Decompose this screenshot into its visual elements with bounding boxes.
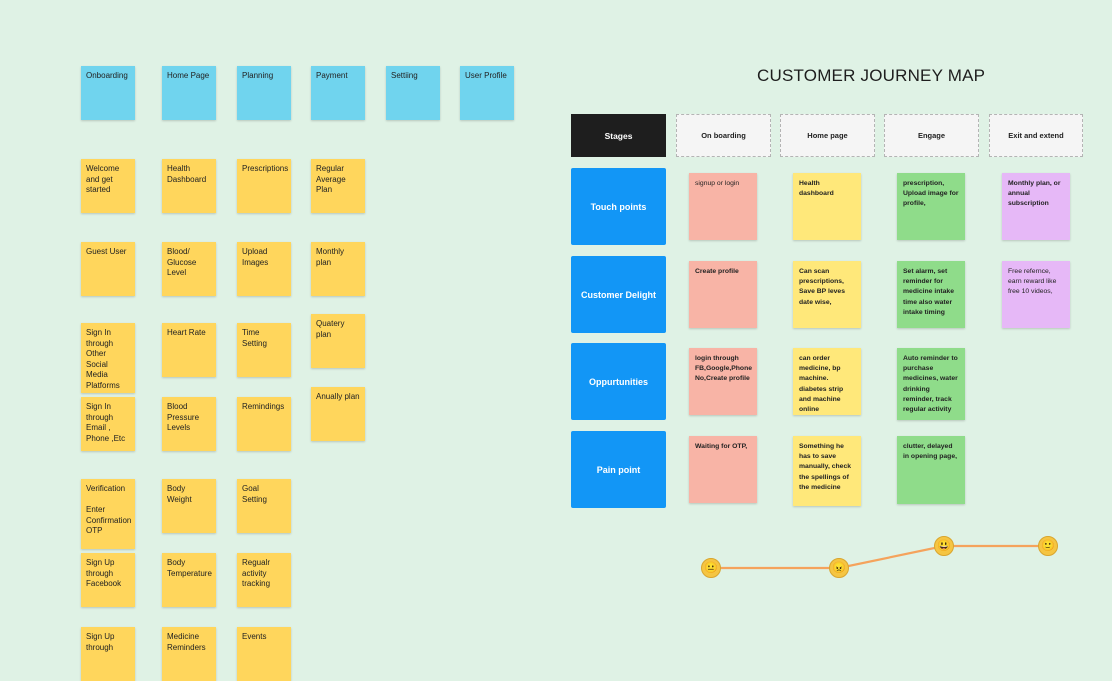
journey-note[interactable]: Can scan prescriptions, Save BP leves da… — [793, 261, 861, 328]
journey-note[interactable]: Create profile — [689, 261, 757, 328]
sticky-text: Events — [242, 632, 267, 641]
journey-note[interactable]: Auto reminder to purchase medicines, wat… — [897, 348, 965, 420]
emotion-path — [711, 544, 1048, 570]
sticky-text: Regualr activity tracking — [242, 558, 271, 588]
sticky-text: Settiing — [391, 71, 418, 80]
sticky-text: Blood Pressure Levels — [167, 402, 200, 432]
journey-note[interactable]: Monthly plan, or annual subscription — [1002, 173, 1070, 240]
sticky-header-onboarding[interactable]: Onboarding — [81, 66, 135, 120]
sticky-note[interactable]: Body Weight — [162, 479, 216, 533]
sticky-header-payment[interactable]: Payment — [311, 66, 365, 120]
sticky-text: Prescriptions — [242, 164, 289, 173]
sticky-text: Welcome and get started — [86, 164, 120, 194]
sticky-text: Sign Up through — [86, 632, 115, 652]
sticky-note[interactable]: Quatery plan — [311, 314, 365, 368]
sticky-text: Payment — [316, 71, 348, 80]
sticky-text: Sign Up through Facebook — [86, 558, 122, 588]
sticky-text: Sign In through Email , Phone ,Etc — [86, 402, 126, 443]
sticky-note[interactable]: Blood Pressure Levels — [162, 397, 216, 451]
journey-note[interactable]: can order medicine, bp machine. diabetes… — [793, 348, 861, 415]
sticky-header-planning[interactable]: Planning — [237, 66, 291, 120]
sticky-text: Regular Average Plan — [316, 164, 346, 194]
journey-note[interactable]: Health dashboard — [793, 173, 861, 240]
stage-on-boarding[interactable]: On boarding — [676, 114, 771, 157]
sticky-text: Health Dashboard — [167, 164, 207, 184]
sticky-note[interactable]: Heart Rate — [162, 323, 216, 377]
angry-face-icon: 😠 — [829, 558, 849, 578]
journey-note[interactable]: signup or login — [689, 173, 757, 240]
sticky-note[interactable]: Guest User — [81, 242, 135, 296]
row-label-oppurtunities: Oppurtunities — [571, 343, 666, 420]
sticky-note[interactable]: Sign In through Email , Phone ,Etc — [81, 397, 135, 451]
sticky-text: Body Weight — [167, 484, 192, 504]
sticky-text: Verification Enter Confirmation OTP — [86, 484, 132, 535]
row-label-touch-points: Touch points — [571, 168, 666, 245]
journey-note[interactable]: Free refernce, earn reward like free 10 … — [1002, 261, 1070, 328]
sticky-text: Monthly plan — [316, 247, 345, 267]
journey-note[interactable]: login through FB,Google,Phone No,Create … — [689, 348, 757, 415]
sticky-text: Upload Images — [242, 247, 269, 267]
sticky-note[interactable]: Blood/ Glucose Level — [162, 242, 216, 296]
row-label-pain-point: Pain point — [571, 431, 666, 508]
emotion-line — [711, 544, 1048, 570]
sticky-text: Onboarding — [86, 71, 128, 80]
sticky-text: Planning — [242, 71, 274, 80]
journey-title: CUSTOMER JOURNEY MAP — [757, 66, 986, 85]
grinning-face-icon: 😃 — [934, 536, 954, 556]
sticky-note[interactable]: Welcome and get started — [81, 159, 135, 213]
stage-exit-and-extend[interactable]: Exit and extend — [989, 114, 1083, 157]
sticky-text: Goal Setting — [242, 484, 267, 504]
sticky-text: Sign In through Other Social Media Platf… — [86, 328, 120, 390]
sticky-note[interactable]: Anually plan — [311, 387, 365, 441]
sticky-text: Blood/ Glucose Level — [167, 247, 197, 277]
sticky-text: Heart Rate — [167, 328, 206, 337]
sticky-header-settiing[interactable]: Settiing — [386, 66, 440, 120]
sticky-text: Medicine Reminders — [167, 632, 206, 652]
journey-note[interactable]: Something he has to save manually, check… — [793, 436, 861, 506]
sticky-note[interactable]: Regular Average Plan — [311, 159, 365, 213]
journey-note[interactable]: Waiting for OTP, — [689, 436, 757, 503]
sticky-text: Quatery plan — [316, 319, 345, 339]
neutral-face-icon: 😐 — [701, 558, 721, 578]
sticky-header-user-profile[interactable]: User Profile — [460, 66, 514, 120]
sticky-note[interactable]: Prescriptions — [237, 159, 291, 213]
sticky-note[interactable]: Time Setting — [237, 323, 291, 377]
sticky-text: Remindings — [242, 402, 285, 411]
sticky-note[interactable]: Remindings — [237, 397, 291, 451]
sticky-note[interactable]: Body Temperature — [162, 553, 216, 607]
journey-note[interactable]: clutter, delayed in opening page, — [897, 436, 965, 504]
sticky-note[interactable]: Sign In through Other Social Media Platf… — [81, 323, 135, 393]
sticky-text: Body Temperature — [167, 558, 212, 578]
sticky-note[interactable]: Monthly plan — [311, 242, 365, 296]
stages-header: Stages — [571, 114, 666, 157]
sticky-text: Guest User — [86, 247, 127, 256]
sticky-header-home-page[interactable]: Home Page — [162, 66, 216, 120]
sticky-text: Time Setting — [242, 328, 267, 348]
sticky-text: User Profile — [465, 71, 507, 80]
sticky-note[interactable]: Health Dashboard — [162, 159, 216, 213]
sticky-note[interactable]: Goal Setting — [237, 479, 291, 533]
sticky-note[interactable]: Verification Enter Confirmation OTP — [81, 479, 135, 549]
stage-home-page[interactable]: Home page — [780, 114, 875, 157]
sticky-note[interactable]: Regualr activity tracking — [237, 553, 291, 607]
journey-note[interactable]: prescription, Upload image for profile, — [897, 173, 965, 240]
sticky-text: Home Page — [167, 71, 210, 80]
stage-engage[interactable]: Engage — [884, 114, 979, 157]
row-label-customer-delight: Customer Delight — [571, 256, 666, 333]
sticky-note[interactable]: Upload Images — [237, 242, 291, 296]
journey-note[interactable]: Set alarm, set reminder for medicine int… — [897, 261, 965, 328]
smiling-face-icon: 🙂 — [1038, 536, 1058, 556]
sticky-note[interactable]: Sign Up through Facebook — [81, 553, 135, 607]
sticky-text: Anually plan — [316, 392, 360, 401]
